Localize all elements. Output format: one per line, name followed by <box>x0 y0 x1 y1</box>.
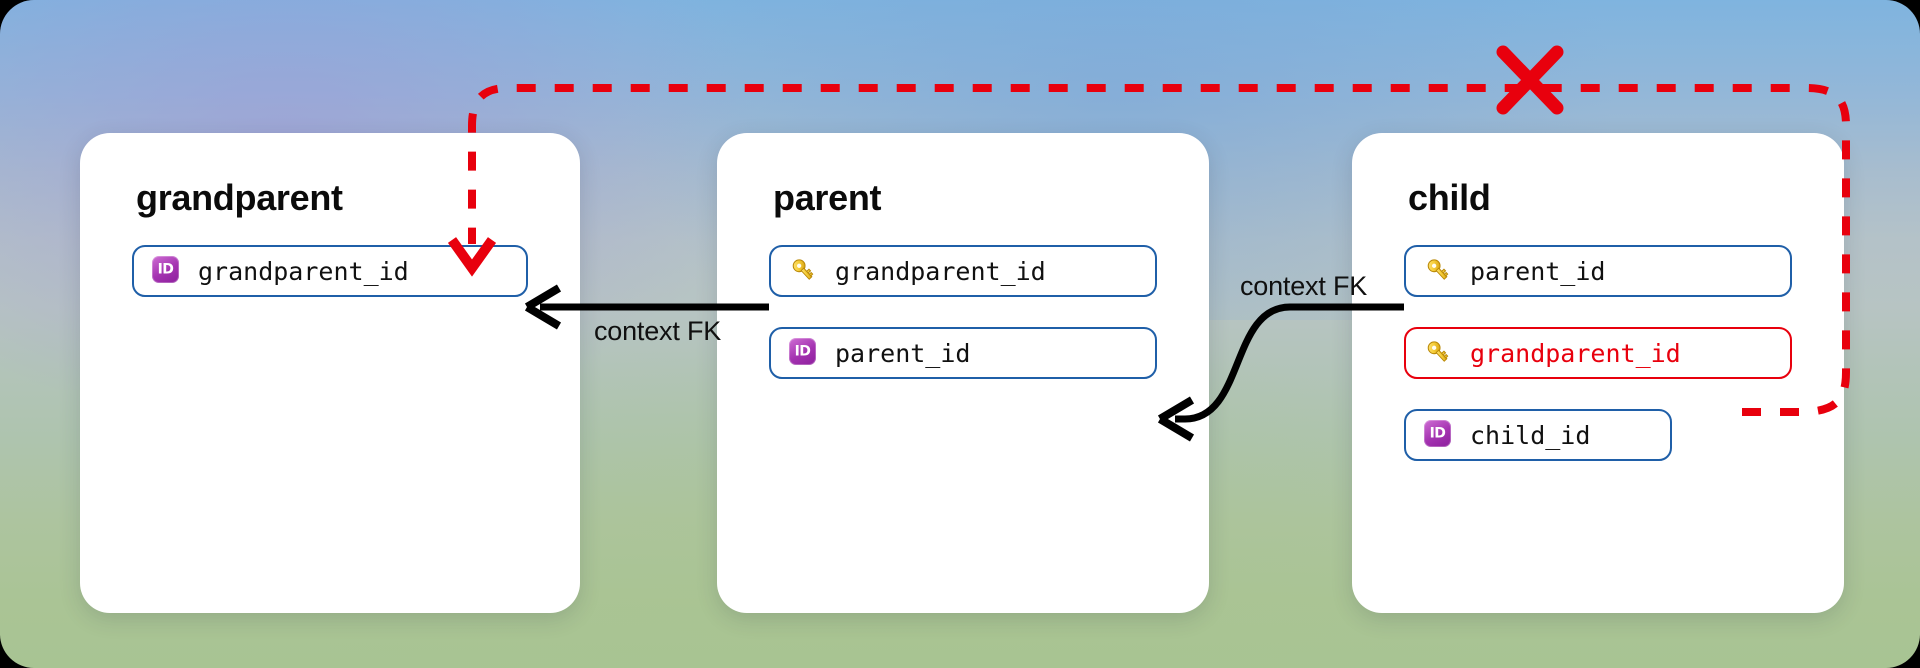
field-parent-parent-id[interactable]: ID parent_id <box>769 327 1157 379</box>
field-grandparent-grandparent-id[interactable]: ID grandparent_id <box>132 245 528 297</box>
field-label: grandparent_id <box>198 256 409 286</box>
field-child-parent-id[interactable]: parent_id <box>1404 245 1792 297</box>
relation-label-parent-to-grandparent: context FK <box>594 316 722 346</box>
relation-label-child-to-parent: context FK <box>1240 271 1368 301</box>
entity-fields-child: parent_id <box>1404 245 1792 491</box>
key-icon <box>1424 256 1454 286</box>
entity-title-parent: parent <box>773 177 882 218</box>
field-child-child-id[interactable]: ID child_id <box>1404 409 1672 461</box>
entity-card-child[interactable]: child <box>1352 133 1844 613</box>
id-badge-icon: ID <box>152 256 182 286</box>
field-parent-grandparent-id[interactable]: grandparent_id <box>769 245 1157 297</box>
field-label: parent_id <box>835 338 971 368</box>
id-badge-text: ID <box>794 343 811 359</box>
field-label: parent_id <box>1470 256 1606 286</box>
field-label: grandparent_id <box>835 256 1046 286</box>
x-mark-icon <box>1496 45 1564 115</box>
field-label: child_id <box>1470 420 1591 450</box>
entity-title-child: child <box>1408 177 1491 218</box>
id-badge-text: ID <box>1429 425 1446 441</box>
key-icon <box>789 256 819 286</box>
field-child-grandparent-id-invalid[interactable]: grandparent_id <box>1404 327 1792 379</box>
entity-fields-parent: grandparent_id ID parent_id <box>769 245 1157 409</box>
entity-title-grandparent: grandparent <box>136 177 343 218</box>
entity-card-grandparent[interactable]: grandparent ID grandparent_id <box>80 133 580 613</box>
field-label: grandparent_id <box>1470 338 1681 368</box>
key-icon <box>1424 338 1454 368</box>
id-badge-text: ID <box>157 261 174 277</box>
id-badge-icon: ID <box>1424 420 1454 450</box>
entity-card-parent[interactable]: parent <box>717 133 1209 613</box>
id-badge-icon: ID <box>789 338 819 368</box>
entity-fields-grandparent: ID grandparent_id <box>132 245 528 327</box>
